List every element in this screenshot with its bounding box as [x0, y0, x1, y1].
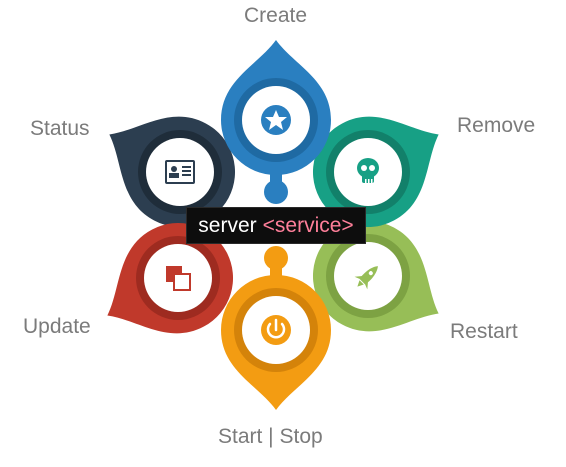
status-icon-circle[interactable]: [138, 130, 222, 214]
connector-stem-top: [270, 172, 282, 194]
center-secondary-text: <service>: [262, 213, 354, 237]
star-icon: [261, 105, 291, 135]
center-title-box: server <service>: [186, 207, 366, 244]
label-status: Status: [30, 117, 90, 140]
skull-icon: [357, 158, 379, 183]
id-card-icon: [165, 160, 195, 184]
center-primary-text: server: [198, 213, 257, 237]
label-restart: Restart: [450, 320, 518, 343]
label-update: Update: [23, 315, 91, 338]
copy-squares-icon: [166, 266, 191, 291]
restart-icon-circle[interactable]: [326, 234, 410, 318]
power-icon: [261, 315, 291, 345]
label-remove: Remove: [457, 114, 536, 137]
update-icon-circle[interactable]: [136, 236, 220, 320]
label-start-stop: Start | Stop: [218, 425, 323, 448]
remove-icon-circle[interactable]: [326, 130, 410, 214]
start-stop-icon-circle[interactable]: [234, 288, 318, 372]
connector-stem-bottom: [270, 258, 282, 280]
create-icon-circle[interactable]: [234, 78, 318, 162]
label-create: Create: [244, 4, 308, 27]
